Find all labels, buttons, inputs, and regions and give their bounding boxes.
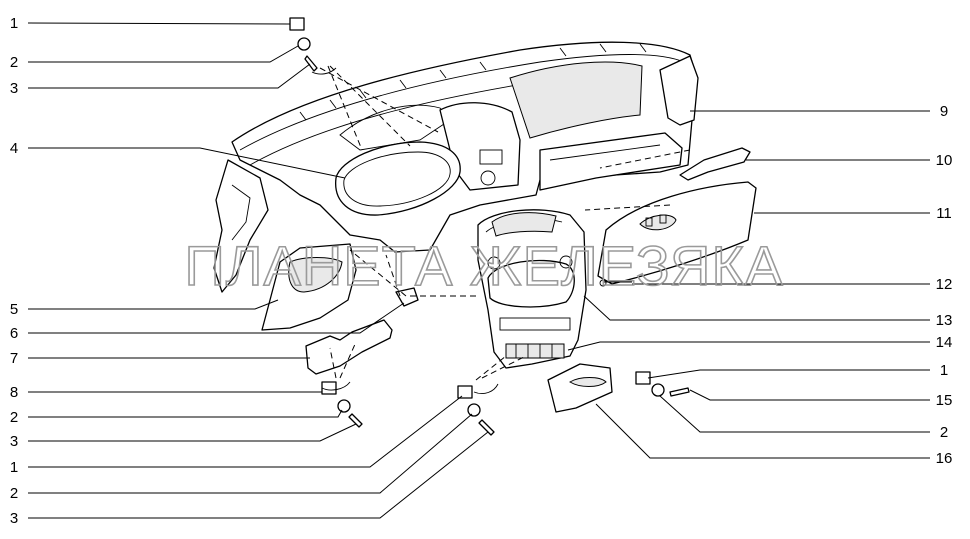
cover-panel-7: [305, 319, 393, 375]
callout-left-7: 7: [10, 350, 18, 367]
screw-3-left: [348, 413, 363, 428]
nut-2-right: [651, 383, 665, 397]
callout-left-1: 1: [10, 459, 18, 476]
callout-right-2: 2: [940, 424, 948, 441]
callouts-right: 9 10 11 12 13 14 1 15 2 16: [936, 103, 953, 467]
clip-8: [321, 381, 337, 395]
callout-right-15: 15: [936, 392, 953, 409]
callout-left-1: 1: [10, 15, 18, 32]
callout-left-6: 6: [10, 325, 18, 342]
nut-2-top: [297, 37, 311, 51]
clip-1-right: [635, 371, 651, 385]
callout-left-8: 8: [10, 384, 18, 401]
leader-lines: [27, 22, 930, 519]
callout-left-3: 3: [10, 433, 18, 450]
callout-right-10: 10: [936, 152, 953, 169]
callout-right-11: 11: [936, 205, 952, 222]
callouts-left: 1 2 3 4 5 6 7 8 2 3 1 2 3: [10, 15, 18, 527]
glovebox-door: [597, 181, 757, 287]
screw-15: [669, 387, 690, 397]
callout-left-2: 2: [10, 409, 18, 426]
watermark-text: ПЛАНЕТА ЖЕЛЕЗЯКА: [185, 234, 784, 297]
callout-right-12: 12: [936, 276, 953, 293]
nut-2-left: [337, 399, 351, 413]
bracket-10: [679, 147, 751, 181]
nut-2-center: [467, 403, 481, 417]
instrument-cluster-bezel: [335, 141, 461, 216]
left-lower-trim: [261, 243, 357, 331]
assembly-lines: [311, 65, 691, 395]
callout-right-9: 9: [940, 103, 948, 120]
callout-left-3: 3: [10, 510, 18, 527]
callout-left-4: 4: [10, 140, 18, 157]
clip-1-center: [457, 385, 473, 399]
callout-left-3: 3: [10, 80, 18, 97]
callout-left-5: 5: [10, 301, 18, 318]
fasteners: [289, 17, 690, 436]
callout-right-14: 14: [936, 334, 953, 351]
callout-left-2: 2: [10, 54, 18, 71]
callout-right-13: 13: [936, 312, 953, 329]
screw-3-top: [304, 55, 318, 72]
callout-right-16: 16: [936, 450, 953, 467]
clip-1-top: [289, 17, 305, 31]
center-console: [477, 209, 587, 369]
left-lower-panel: [213, 159, 269, 293]
callout-right-1: 1: [940, 362, 948, 379]
callout-left-2: 2: [10, 485, 18, 502]
holder-16: [547, 363, 613, 413]
screw-3-center: [478, 419, 495, 436]
